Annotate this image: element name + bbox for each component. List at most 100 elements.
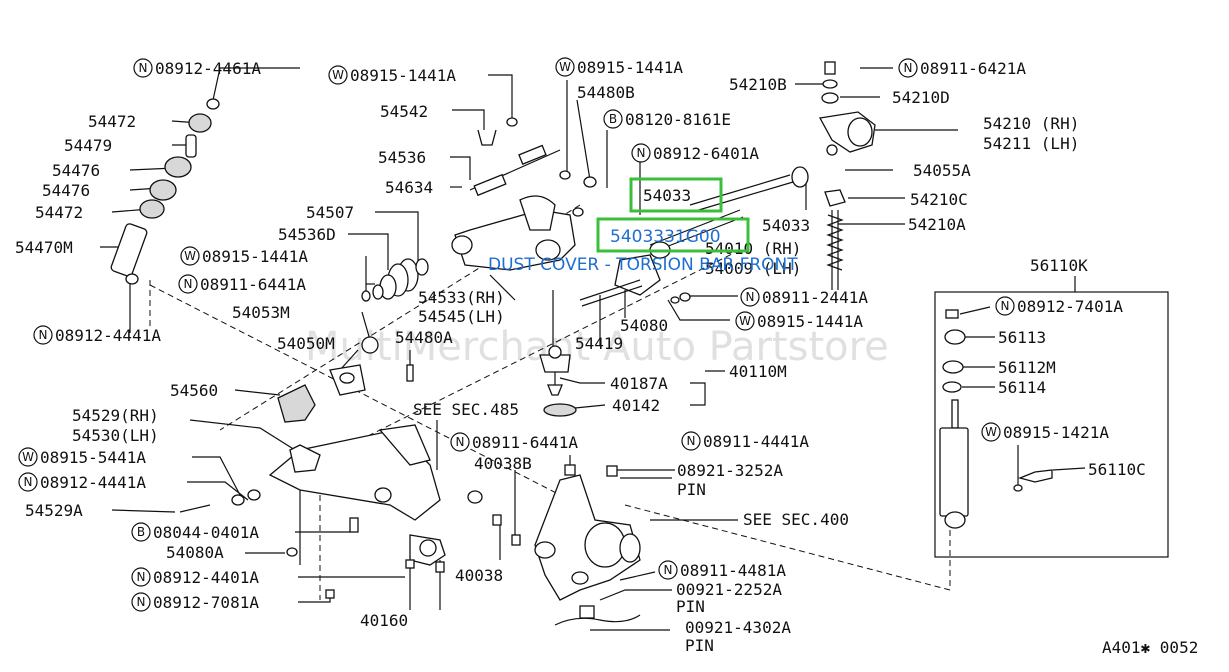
label-56114: 56114	[998, 378, 1046, 397]
label-08915-1441A-d: 08915-1441A	[757, 312, 863, 331]
svg-text:N: N	[24, 475, 33, 489]
prefix-n-08911-4481A: N	[658, 560, 678, 580]
label-08911-2441A: 08911-2441A	[762, 288, 868, 307]
label-54529-RH: 54529(RH)	[72, 406, 159, 425]
label-08915-1441A-b: 08915-1441A	[202, 247, 308, 266]
diagram-id: A401✱ 0052	[1102, 638, 1198, 657]
label-08911-4481A: 08911-4481A	[680, 561, 786, 580]
label-56110C: 56110C	[1088, 460, 1146, 479]
highlight-part-number: 5403331G00	[610, 227, 721, 247]
label-08911-4441A: 08911-4441A	[703, 432, 809, 451]
label-54211-LH: 54211 (LH)	[983, 134, 1079, 153]
label-see-sec-400: SEE SEC.400	[743, 510, 849, 529]
svg-text:B: B	[609, 112, 617, 126]
label-54480A: 54480A	[395, 328, 453, 347]
prefix-n-08912-4401A: N	[131, 567, 151, 587]
svg-text:N: N	[137, 595, 146, 609]
prefix-n-08911-2441A: N	[740, 287, 760, 307]
label-54055A: 54055A	[913, 161, 971, 180]
label-54507: 54507	[306, 203, 354, 222]
label-54480B: 54480B	[577, 83, 635, 102]
svg-text:W: W	[22, 450, 34, 464]
watermark-text: MultiMerchant Auto Partstore	[305, 324, 889, 370]
prefix-w-08915-1441A: W	[735, 311, 755, 331]
label-08911-6441A-b: 08911-6441A	[472, 433, 578, 452]
label-54560: 54560	[170, 381, 218, 400]
label-08911-6421A: 08911-6421A	[920, 59, 1026, 78]
label-56110K: 56110K	[1030, 256, 1088, 275]
label-08912-4461A: 08912-4461A	[155, 59, 261, 78]
label-54533-RH: 54533(RH)	[418, 288, 505, 307]
prefix-n-08911-4441A: N	[681, 431, 701, 451]
label-40187A: 40187A	[610, 374, 668, 393]
svg-text:N: N	[39, 328, 48, 342]
svg-text:N: N	[664, 563, 673, 577]
label-08915-1441A-c: 08915-1441A	[577, 58, 683, 77]
label-54010-RH: 54010 (RH)	[705, 239, 801, 258]
prefix-n-08912-7401A: N	[995, 296, 1015, 316]
label-08921-3252A: 08921-3252A	[677, 461, 783, 480]
label-pin-c: PIN	[685, 636, 714, 655]
prefix-n-08911-6421A: N	[898, 58, 918, 78]
parts-graphics	[110, 61, 1169, 626]
label-54529A: 54529A	[25, 501, 83, 520]
label-08912-6401A: 08912-6401A	[653, 144, 759, 163]
highlight-box-part-number[interactable]	[596, 217, 750, 253]
label-pin-b: PIN	[676, 597, 705, 616]
label-54476-b: 54476	[42, 181, 90, 200]
svg-text:N: N	[137, 570, 146, 584]
label-40110M: 40110M	[729, 362, 787, 381]
label-40160: 40160	[360, 611, 408, 630]
label-54530-LH: 54530(LH)	[72, 426, 159, 445]
prefix-n-08912-4441A: N	[33, 325, 53, 345]
svg-text:N: N	[687, 434, 696, 448]
label-40038: 40038	[455, 566, 503, 585]
prefix-n-08912-7081A: N	[131, 592, 151, 612]
prefix-w-08915-5441A: W	[18, 447, 38, 467]
label-54542: 54542	[380, 102, 428, 121]
prefix-b-08044-0401A: B	[131, 522, 151, 542]
prefix-b-08120-8161E: B	[603, 109, 623, 129]
label-54210A: 54210A	[908, 215, 966, 234]
label-40038B: 40038B	[474, 454, 532, 473]
svg-text:W: W	[332, 68, 344, 82]
svg-text:N: N	[746, 290, 755, 304]
label-54210B: 54210B	[729, 75, 787, 94]
label-56113: 56113	[998, 328, 1046, 347]
highlight-box-54033[interactable]	[629, 177, 723, 213]
svg-text:N: N	[637, 146, 646, 160]
label-54033-right: 54033	[762, 216, 810, 235]
prefix-n-08912-6401A: N	[631, 143, 651, 163]
label-08120-8161E: 08120-8161E	[625, 110, 731, 129]
svg-text:W: W	[739, 314, 751, 328]
label-54479: 54479	[64, 136, 112, 155]
prefix-w-08915-1441A: W	[555, 57, 575, 77]
label-54536D: 54536D	[278, 225, 336, 244]
label-56112M: 56112M	[998, 358, 1056, 377]
label-08912-4441A-b: 08912-4441A	[40, 473, 146, 492]
svg-text:B: B	[137, 525, 145, 539]
label-54470M: 54470M	[15, 238, 73, 257]
label-54634: 54634	[385, 178, 433, 197]
label-08912-7081A: 08912-7081A	[153, 593, 259, 612]
label-see-sec-485: SEE SEC.485	[413, 400, 519, 419]
svg-text:N: N	[456, 435, 465, 449]
prefix-w-08915-1441A: W	[180, 246, 200, 266]
label-40142: 40142	[612, 396, 660, 415]
label-54080: 54080	[620, 316, 668, 335]
label-08912-7401A: 08912-7401A	[1017, 297, 1123, 316]
prefix-w-08915-1421A: W	[981, 422, 1001, 442]
label-08915-5441A: 08915-5441A	[40, 448, 146, 467]
leader-lines	[100, 67, 1086, 631]
label-54210D: 54210D	[892, 88, 950, 107]
label-54210-RH: 54210 (RH)	[983, 114, 1079, 133]
highlight-overlay[interactable]: 54033 5403331G00 DUST COVER - TORSION BA…	[488, 177, 798, 275]
label-54009-LH: 54009 (LH)	[705, 259, 801, 278]
part-labels: 08912-4461A 54472 54479 54476 54476 5447…	[15, 58, 1198, 657]
label-54545-LH: 54545(LH)	[418, 307, 505, 326]
label-08912-4441A-left: 08912-4441A	[55, 326, 161, 345]
svg-text:N: N	[184, 277, 193, 291]
label-08915-1441A-a: 08915-1441A	[350, 66, 456, 85]
